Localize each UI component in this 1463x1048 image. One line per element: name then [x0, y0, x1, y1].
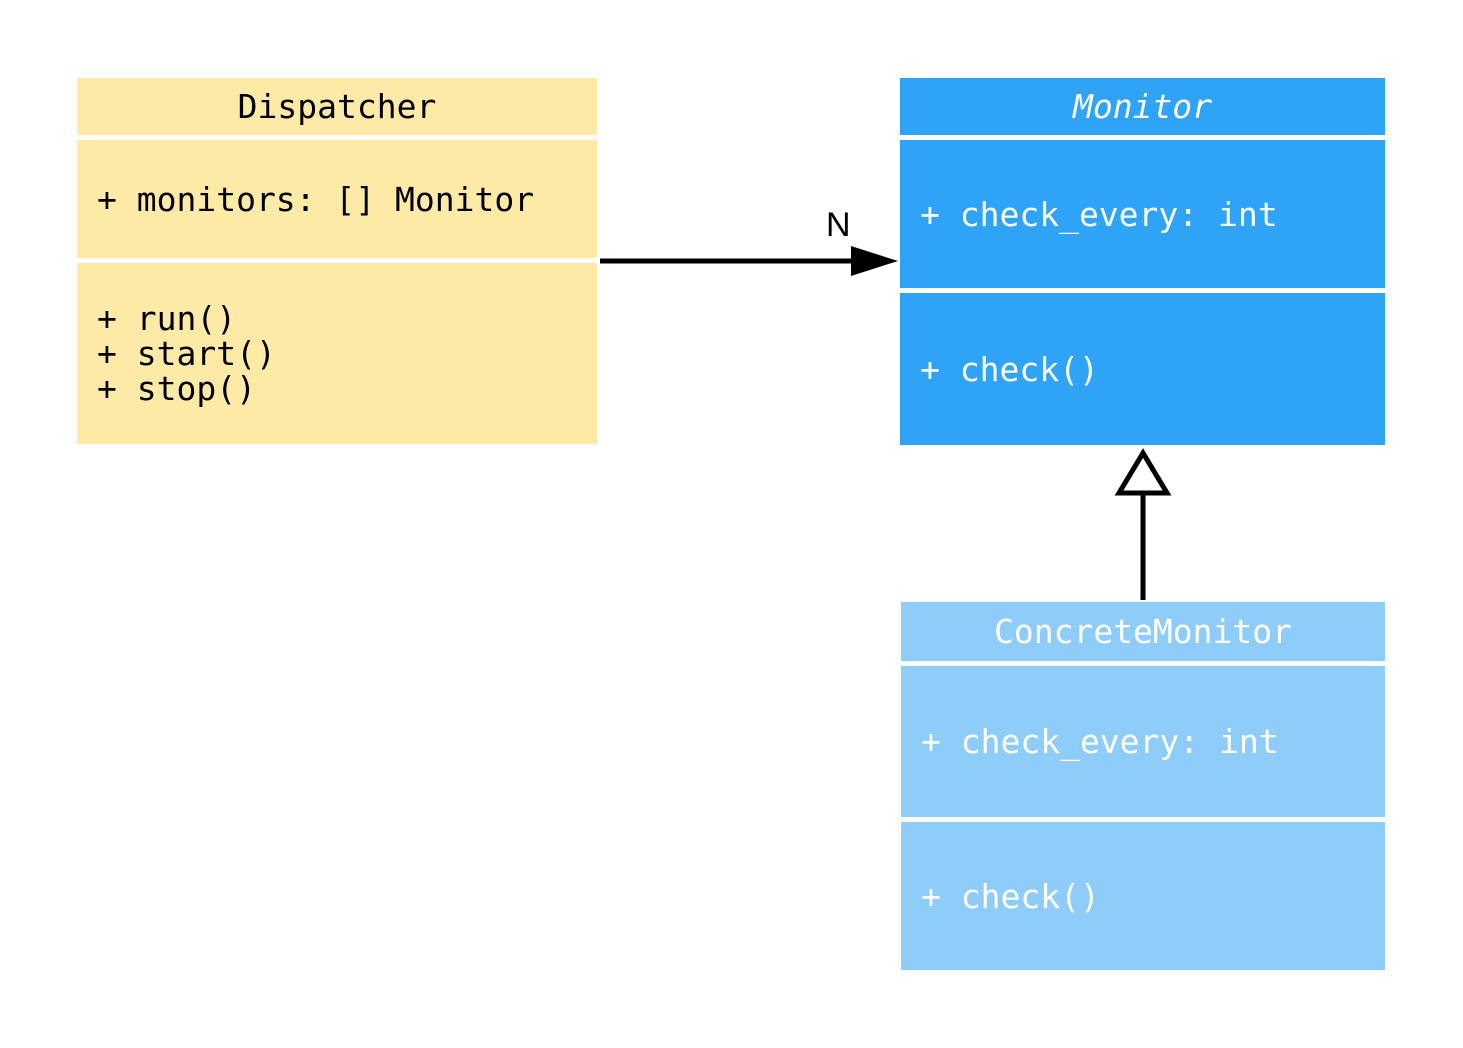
method-check: + check(): [920, 349, 1099, 389]
class-box-dispatcher: Dispatcher + monitors: [] Monitor + run(…: [77, 78, 597, 444]
attribute-monitors: + monitors: [] Monitor: [97, 179, 535, 219]
class-title-concrete-monitor: ConcreteMonitor: [901, 602, 1385, 661]
class-methods-monitor: + check(): [900, 293, 1385, 445]
class-title-monitor: Monitor: [900, 78, 1385, 135]
class-methods-dispatcher: + run() + start() + stop(): [77, 263, 597, 444]
association-arrowhead-icon: [851, 246, 898, 276]
inheritance-triangle-icon: [1114, 448, 1172, 496]
attribute-check-every: + check_every: int: [921, 722, 1279, 761]
association-arrow-dispatcher-to-monitor: [600, 246, 898, 276]
class-methods-concrete-monitor: + check(): [901, 822, 1385, 970]
class-attributes-monitor: + check_every: int: [900, 140, 1385, 288]
class-attributes-dispatcher: + monitors: [] Monitor: [77, 140, 597, 258]
method-run: + run(): [97, 299, 237, 338]
method-start: + start(): [97, 334, 276, 373]
class-box-concrete-monitor: ConcreteMonitor + check_every: int + che…: [901, 602, 1385, 970]
method-check: + check(): [921, 876, 1100, 916]
method-stop: + stop(): [97, 369, 256, 408]
inheritance-arrow-concrete-monitor-to-monitor: [1114, 448, 1172, 600]
class-title-dispatcher: Dispatcher: [77, 78, 597, 135]
attribute-check-every: + check_every: int: [920, 194, 1278, 234]
association-multiplicity-label: N: [826, 206, 851, 244]
class-box-monitor: Monitor + check_every: int + check(): [900, 78, 1385, 445]
class-attributes-concrete-monitor: + check_every: int: [901, 666, 1385, 817]
